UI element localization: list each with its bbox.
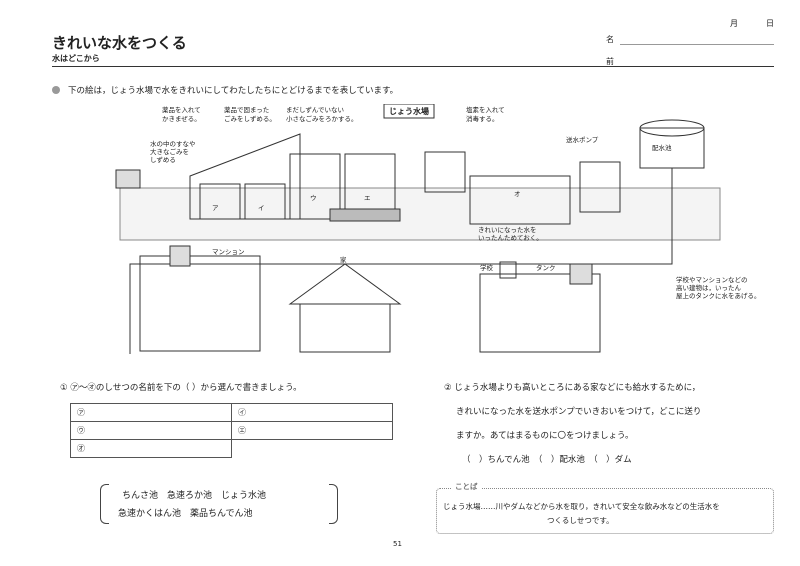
empty-cell bbox=[232, 440, 393, 458]
pump-building bbox=[579, 161, 621, 213]
tank-i bbox=[244, 183, 286, 220]
q2-line-1: ② じょう水場よりも高いところにある家などにも給水するために， bbox=[444, 383, 701, 393]
school-building bbox=[479, 273, 601, 353]
mark-e: エ bbox=[364, 194, 371, 202]
distribution-pipe bbox=[129, 168, 673, 354]
label-drug-mix-2: かきまぜる。 bbox=[162, 115, 201, 123]
mansion-tank bbox=[169, 245, 191, 267]
page-subtitle: 水はどこから bbox=[52, 54, 100, 63]
q1-text: ① ㋐〜㋔のしせつの名前を下の（ ）から選んで書きましょう。 bbox=[60, 383, 302, 393]
label-intake-2: 大きなごみを bbox=[150, 147, 189, 156]
house-body bbox=[299, 303, 391, 353]
mansion-building bbox=[139, 255, 261, 352]
filter-bed bbox=[329, 208, 401, 222]
svg-text:薬品を入れて: 薬品を入れて bbox=[162, 105, 201, 114]
label-intake-3: しずめる bbox=[150, 155, 176, 164]
label-disinfect: 塩素を入れて bbox=[466, 105, 505, 114]
label-school-note-3: 屋上のタンクに水をあげる。 bbox=[676, 291, 761, 300]
label-mansion: マンション bbox=[212, 248, 245, 256]
label-drug-mix: 薬品を入れて bbox=[162, 105, 201, 114]
label-school: 学校 bbox=[480, 263, 494, 272]
page-title: きれいな水をつくる bbox=[52, 34, 187, 52]
tank-a bbox=[199, 183, 241, 220]
vocab-note: ことば じょう水場……川やダムなどから水を取り，きれいて安全な飲み水などの生活水… bbox=[436, 481, 774, 534]
choices-line-2: 急速かくはん池 薬品ちんでん池 bbox=[118, 509, 253, 519]
choices-box: ちんさ池 急速ろか池 じょう水池 急速かくはん池 薬品ちんでん池 bbox=[100, 484, 338, 524]
label-house: 家 bbox=[340, 255, 347, 264]
ground-area bbox=[119, 187, 721, 241]
mark-o: オ bbox=[514, 190, 521, 198]
q2-line-2: きれいになった水を送水ポンプでいきおいをつけて，どこに送り bbox=[456, 407, 702, 417]
q2-options[interactable]: （ ）ちんでん池 （ ）配水池 （ ）ダム bbox=[462, 455, 632, 465]
label-disinfect-2: 消毒する。 bbox=[466, 114, 499, 123]
disinfect-building bbox=[424, 151, 466, 193]
mark-i: イ bbox=[258, 204, 265, 212]
page-number: 51 bbox=[393, 540, 402, 548]
choices-line-1: ちんさ池 急速ろか池 じょう水池 bbox=[122, 491, 267, 501]
note-heading: ことば bbox=[451, 481, 482, 492]
bullet-icon bbox=[52, 86, 60, 94]
answer-cell-i[interactable]: ㋑ bbox=[231, 403, 393, 422]
label-store-2: いったんためておく。 bbox=[478, 234, 543, 242]
note-line-1: じょう水場……川やダムなどから水を取り，きれいて安全な飲み水などの生活水を bbox=[443, 502, 720, 511]
bracket-left bbox=[100, 484, 109, 524]
label-settle-2: ごみをしずめる。 bbox=[224, 114, 276, 123]
label-filter-2: 小さなごみをろかする。 bbox=[286, 114, 358, 123]
plant-title-box bbox=[383, 104, 435, 119]
storage-tank-o bbox=[469, 175, 571, 225]
month-label: 月 bbox=[730, 19, 738, 28]
label-tank: タンク bbox=[536, 263, 556, 272]
intake-pipe bbox=[115, 169, 141, 189]
label-school-note-2: 高い建物は，いったん bbox=[676, 283, 742, 292]
mark-u: ウ bbox=[310, 194, 317, 202]
answer-cell-a[interactable]: ㋐ bbox=[70, 403, 232, 422]
school-clock bbox=[499, 261, 517, 279]
answer-cell-u[interactable]: ㋒ bbox=[70, 421, 232, 440]
header-rule bbox=[52, 66, 774, 67]
water-plant-illustration: 薬品を入れて かきまぜる。 薬品で固まった ごみをしずめる。 まだしずんでいない… bbox=[115, 104, 761, 354]
answer-table: ㋐ ㋑ ㋒ ㋓ ㋔ bbox=[70, 403, 393, 458]
label-plant-title: じょう水場 bbox=[389, 106, 429, 116]
answer-cell-e[interactable]: ㋓ bbox=[231, 421, 393, 440]
label-settle: 薬品で固まった bbox=[224, 105, 269, 114]
intro-text: 下の絵は，じょう水場で水をきれいにしてわたしたちにとどけるまでを表しています。 bbox=[52, 84, 398, 96]
label-store: きれいになった水を bbox=[478, 225, 537, 234]
label-school-note: 学校やマンションなどの bbox=[676, 275, 748, 284]
label-reservoir: 配水池 bbox=[652, 143, 672, 152]
intro-sentence: 下の絵は，じょう水場で水をきれいにしてわたしたちにとどけるまでを表しています。 bbox=[68, 86, 399, 96]
label-filter: まだしずんでいない bbox=[286, 105, 344, 114]
note-line-2: つくるしせつです。 bbox=[547, 516, 614, 525]
name-label-1: 名 bbox=[606, 35, 614, 44]
tank-u bbox=[289, 153, 341, 220]
answer-cell-o[interactable]: ㋔ bbox=[70, 439, 232, 458]
school-tank bbox=[569, 263, 593, 285]
name-underline bbox=[620, 44, 774, 45]
bracket-right bbox=[329, 484, 338, 524]
label-pump: 送水ポンプ bbox=[566, 135, 599, 144]
day-label: 日 bbox=[766, 19, 774, 28]
q2-line-3: ますか。あてはまるものに〇をつけましょう。 bbox=[456, 431, 634, 441]
label-intake: 水の中のすなや bbox=[150, 139, 196, 148]
mark-a: ア bbox=[212, 204, 219, 212]
name-label-2: 前 bbox=[606, 57, 614, 66]
house-roof bbox=[288, 263, 402, 305]
